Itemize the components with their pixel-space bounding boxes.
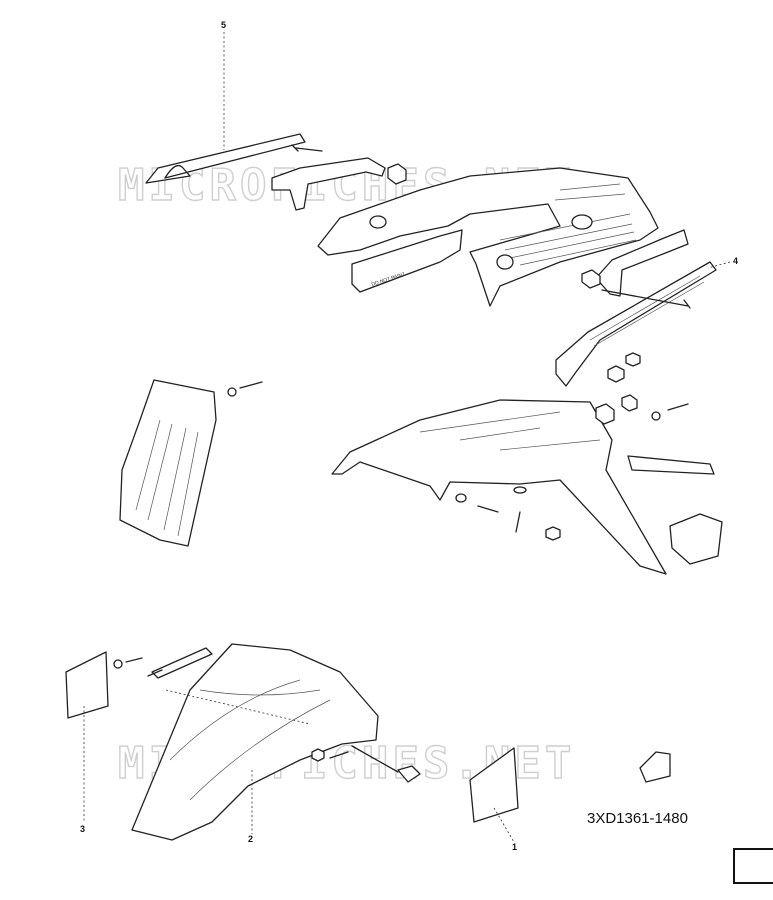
leader-4 [707,261,731,269]
fender-contours [419,411,601,451]
cowl-texture [499,183,637,266]
callout-leaders [83,32,731,843]
washer-fender-1 [651,411,661,421]
collar-right [581,269,601,289]
grab-rail-right [595,229,689,297]
fender-decal [639,751,671,783]
cowl-bolt-hole-1 [369,215,387,229]
fender-clip [397,765,421,783]
callout-1: 1 [512,842,517,852]
bolt-fender-1 [667,403,689,411]
drawing-code: 3XD1361-1480 [587,810,688,827]
callout-3: 3 [80,824,85,834]
license-bracket [669,513,723,565]
bolt-flap [239,381,263,389]
screw-fender [515,511,521,533]
washer-fender-2 [455,493,467,503]
nut-right-2 [625,352,641,367]
screw-top-left [291,144,323,152]
grab-rail-left [271,157,386,211]
washer-flap [227,387,237,397]
washer-front [311,748,325,762]
trim-hatching [589,275,705,347]
cowl-bolt-hole-2 [496,254,514,270]
fender-clip-link [351,745,399,773]
page-corner-box [733,848,773,884]
rear-cowl-assembly: DO NOT PAINT [145,133,717,387]
front-fender-body [131,643,379,841]
bolt-fender-2 [477,505,499,513]
front-fender-contours [169,679,331,801]
reflector-1 [469,747,519,823]
mud-flap-body [119,379,217,547]
side-trim-left [145,133,306,184]
cowl-inner-panel [351,229,463,293]
leader-1 [493,807,515,843]
callout-2: 2 [248,834,253,844]
screw-stay [147,669,163,677]
collar-fender-1 [595,403,615,425]
long-bolt-right [601,289,691,309]
fender-guide-dash [165,689,311,725]
nut-fender [545,526,561,541]
front-fender-assembly [65,643,671,841]
fender-stay-strip [151,647,213,679]
reflector-3 [65,651,109,719]
tail-bracket [627,455,715,475]
callout-5: 5 [221,20,226,30]
mud-flap [119,379,263,547]
rear-fender-assembly [331,394,723,575]
grommet-fender [513,486,527,494]
callout-4: 4 [733,256,738,266]
mud-flap-ribs [135,419,199,537]
rear-cowl-main [317,167,659,307]
screw-front [329,751,349,759]
collar-fender-2 [621,394,638,412]
cowl-bolt-hole-3 [571,214,593,230]
screw-reflector [125,657,143,663]
washer-reflector [113,659,123,669]
nut-right-1 [607,365,625,383]
side-trim-right [555,261,717,387]
collar-top [387,163,407,185]
rear-fender-body [331,399,667,575]
